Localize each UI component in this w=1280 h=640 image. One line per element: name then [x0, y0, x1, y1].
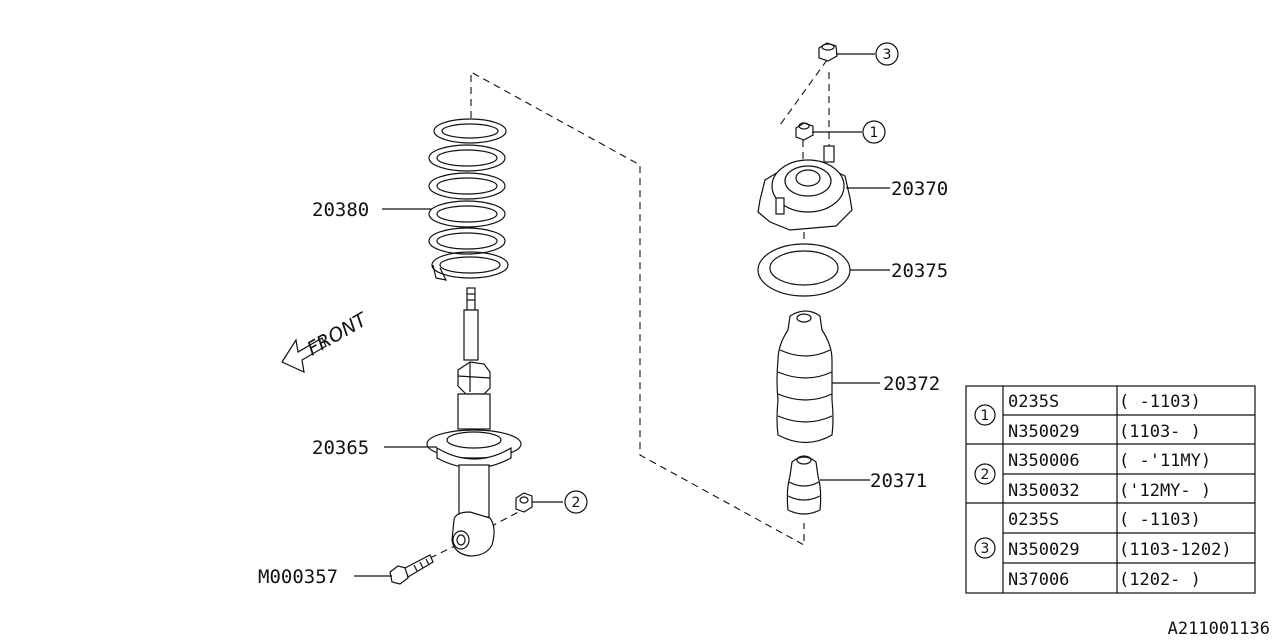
table-ref-3: 3: [981, 541, 990, 557]
label-20371: 20371: [870, 470, 927, 492]
table-ref-1-circle: [974, 404, 996, 426]
table-range: ( -'11MY): [1119, 451, 1211, 471]
table-part: N350006: [1008, 451, 1080, 471]
table-part: N350029: [1008, 540, 1080, 560]
table-part: 0235S: [1008, 392, 1059, 412]
table-ref-2: 2: [981, 467, 990, 483]
table-range: ( -1103): [1119, 510, 1201, 530]
label-20372: 20372: [883, 373, 940, 395]
bump-boot: [776, 310, 834, 444]
table-range: (1103-1202): [1119, 540, 1232, 560]
table-part: N37006: [1008, 570, 1069, 590]
callout-3-circle: [875, 42, 899, 66]
label-20380: 20380: [312, 199, 369, 221]
bolt: [389, 554, 434, 585]
mount-nut-dashed-line: [779, 59, 828, 126]
assembly-dashed-line: [470, 71, 805, 546]
front-label: FRONT: [304, 308, 372, 360]
coil-spring: [428, 118, 509, 281]
diagram-id: A211001136: [1168, 619, 1270, 639]
bushing-nut-dashed-line: [489, 509, 523, 528]
table-range: (1202- ): [1119, 570, 1201, 590]
upper-mount: [757, 122, 853, 231]
top-flange-nut: [818, 42, 838, 62]
callout-1-circle: [862, 120, 886, 144]
callout-3-label: 3: [883, 47, 892, 63]
table-range: ('12MY- ): [1119, 481, 1211, 501]
table-range: ( -1103): [1119, 392, 1201, 412]
table-part: N350032: [1008, 481, 1080, 501]
bushing-nut: [515, 492, 533, 513]
label-20365: 20365: [312, 437, 369, 459]
front-arrow: FRONT: [281, 308, 372, 374]
bump-stop: [786, 455, 822, 515]
bolt-dashed-line: [429, 545, 456, 559]
label-20375: 20375: [891, 260, 948, 282]
reference-table: 1 2 3 0235S ( -1103) N350029 (1103- ) N3…: [965, 385, 1256, 594]
callout-2-label: 2: [572, 495, 581, 511]
table-ref-3-circle: [974, 537, 996, 559]
spring-seat: [757, 243, 851, 297]
table-ref-2-circle: [974, 463, 996, 485]
label-m000357: M000357: [258, 566, 338, 588]
table-ref-1: 1: [981, 408, 990, 424]
table-range: (1103- ): [1119, 422, 1201, 442]
callout-2-circle: [564, 490, 588, 514]
table-part: 0235S: [1008, 510, 1059, 530]
label-20370: 20370: [891, 178, 948, 200]
strut-assembly: [426, 287, 522, 557]
callout-1-label: 1: [870, 125, 879, 141]
table-part: N350029: [1008, 422, 1080, 442]
